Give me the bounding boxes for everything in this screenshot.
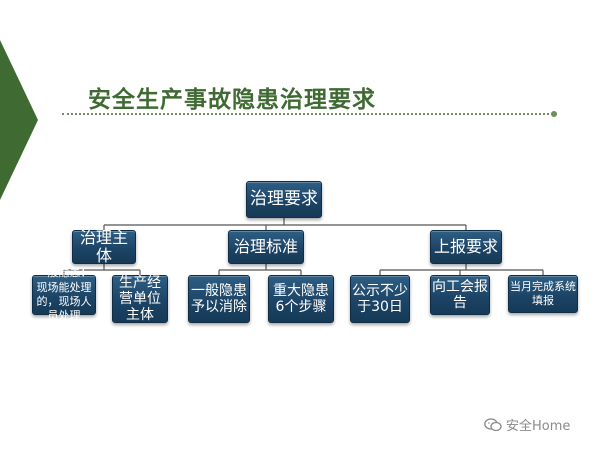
leaf-node-1-1: 一般隐患：现场能处理的，现场人员处理	[32, 266, 96, 322]
branch-node-1: 治理主体	[72, 227, 136, 265]
branch-2-label: 治理标准	[233, 236, 298, 256]
leaf-1-1-label: 一般隐患：现场能处理的，现场人员处理	[36, 266, 92, 323]
branch-3-label: 上报要求	[433, 236, 498, 256]
watermark-text: 安全Home	[506, 419, 571, 434]
leaf-node-3-2: 向工会报告	[430, 275, 490, 315]
leaf-3-1-label: 公示不少于30日	[352, 282, 408, 315]
leaf-node-2-2: 重大隐患6个步骤	[268, 275, 334, 323]
leaf-node-2-1: 一般隐患予以消除	[188, 275, 250, 323]
leaf-2-1-label: 一般隐患予以消除	[191, 282, 247, 315]
accent-triangle	[0, 40, 38, 200]
wechat-icon	[484, 417, 502, 431]
root-node: 治理要求	[246, 181, 322, 218]
leaf-2-2-label: 重大隐患6个步骤	[273, 282, 329, 315]
branch-node-2: 治理标准	[228, 230, 304, 264]
title-divider-dot	[551, 111, 557, 117]
root-label: 治理要求	[250, 188, 318, 209]
leaf-node-3-3: 当月完成系统填报	[508, 275, 578, 313]
leaf-3-3-label: 当月完成系统填报	[510, 279, 576, 307]
branch-node-3: 上报要求	[430, 230, 502, 264]
watermark: 安全Home	[484, 415, 570, 434]
leaf-node-1-2: 生产经营单位主体	[112, 275, 168, 323]
title-divider	[62, 113, 557, 115]
branch-1-label: 治理主体	[79, 227, 128, 265]
leaf-3-2-label: 向工会报告	[432, 278, 488, 311]
leaf-1-2-label: 生产经营单位主体	[119, 274, 161, 324]
page-title: 安全生产事故隐患治理要求	[88, 87, 376, 113]
leaf-node-3-1: 公示不少于30日	[350, 275, 410, 323]
